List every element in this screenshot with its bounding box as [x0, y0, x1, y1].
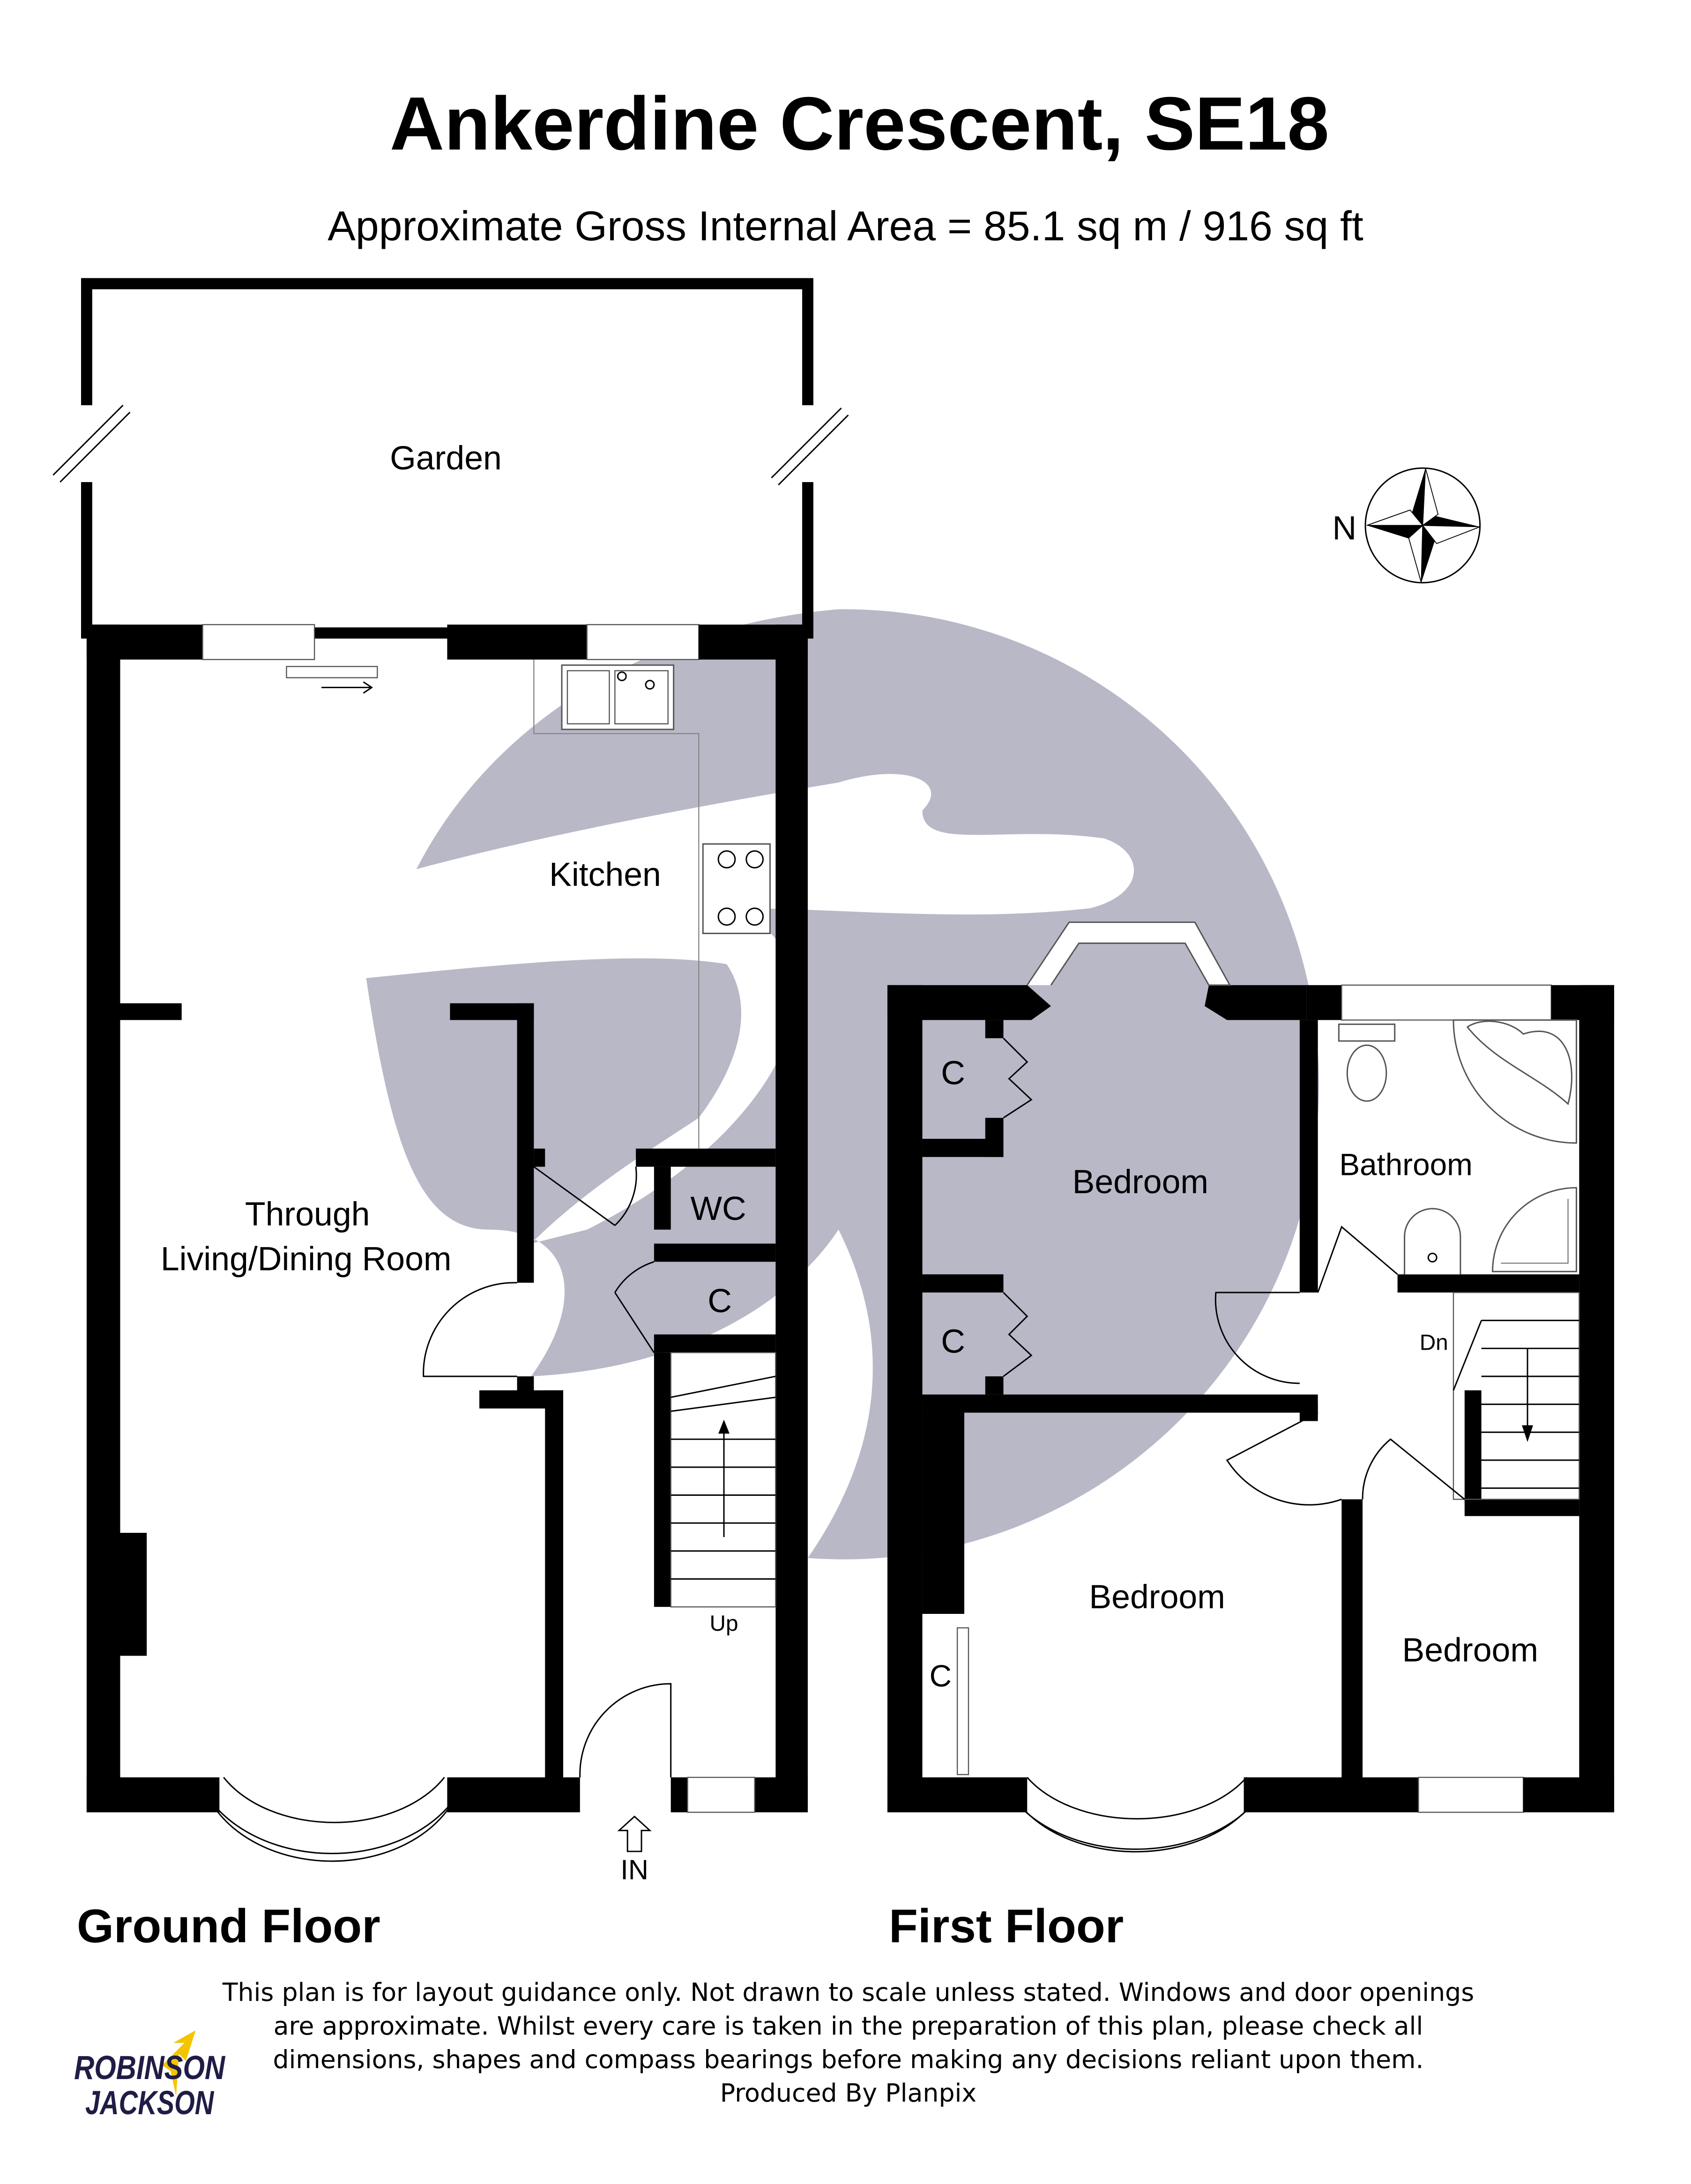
- room-label-bathroom: Bathroom: [1339, 1147, 1472, 1181]
- room-label-kitchen: Kitchen: [549, 856, 661, 893]
- disclaimer-line-3: dimensions, shapes and compass bearings …: [273, 2044, 1423, 2074]
- producer-credit: Produced By Planpix: [720, 2078, 976, 2108]
- door-wc[interactable]: [533, 1166, 637, 1226]
- room-label-bedroom-front: Bedroom: [1073, 1163, 1208, 1201]
- room-label-living-1: Through: [245, 1196, 370, 1233]
- page-title: Ankerdine Crescent, SE18: [390, 82, 1329, 166]
- svg-text:JACKSON: JACKSON: [85, 2084, 214, 2122]
- door-front[interactable]: [579, 1683, 672, 1778]
- first-floor-label: First Floor: [889, 1900, 1124, 1953]
- entrance-label: IN: [620, 1854, 648, 1886]
- room-label-cupboard-3: C: [930, 1659, 952, 1693]
- stairs-down-label: Dn: [1420, 1330, 1448, 1355]
- room-label-garden: Garden: [390, 439, 502, 477]
- door-front-bedroom[interactable]: [1214, 1292, 1300, 1384]
- ground-floor-label: Ground Floor: [77, 1900, 380, 1953]
- room-label-bedroom-back-right: Bedroom: [1402, 1631, 1538, 1669]
- first-floor-plan: [887, 921, 1614, 1853]
- compass-icon: [1364, 467, 1481, 584]
- door-cupboard[interactable]: [614, 1261, 655, 1353]
- room-label-wc: WC: [690, 1190, 746, 1227]
- shower-icon: [1491, 1187, 1577, 1272]
- staircase-ground[interactable]: [670, 1352, 776, 1608]
- disclaimer-line-2: are approximate. Whilst every care is ta…: [274, 2011, 1423, 2041]
- door-back-bedroom-left[interactable]: [1226, 1412, 1342, 1506]
- staircase-first[interactable]: [1453, 1292, 1580, 1500]
- robinson-jackson-logo: ROBINSON JACKSON: [74, 2030, 225, 2122]
- watermark-logo: [366, 609, 1319, 1560]
- basin-icon: [1404, 1208, 1461, 1275]
- room-label-cupboard-ground: C: [708, 1282, 732, 1320]
- area-subtitle: Approximate Gross Internal Area = 85.1 s…: [328, 202, 1363, 249]
- room-label-bedroom-back-left: Bedroom: [1089, 1578, 1225, 1616]
- room-label-cupboard-2: C: [941, 1322, 965, 1360]
- disclaimer-line-1: This plan is for layout guidance only. N…: [222, 1977, 1475, 2007]
- hob-icon: [702, 843, 771, 934]
- compass-north-label: N: [1332, 509, 1356, 547]
- door-bathroom[interactable]: [1317, 1226, 1398, 1293]
- room-label-cupboard-1: C: [941, 1055, 965, 1092]
- door-back-bedroom-right[interactable]: [1362, 1438, 1465, 1500]
- ground-floor-plan: [52, 278, 849, 1862]
- bath-icon: [1453, 1019, 1577, 1144]
- toilet-icon: [1338, 1023, 1396, 1102]
- stairs-up-label: Up: [710, 1611, 738, 1636]
- door-living[interactable]: [423, 1282, 517, 1377]
- svg-text:ROBINSON: ROBINSON: [74, 2049, 225, 2087]
- entrance-arrow-icon: [617, 1815, 652, 1852]
- room-label-living-2: Living/Dining Room: [161, 1240, 452, 1278]
